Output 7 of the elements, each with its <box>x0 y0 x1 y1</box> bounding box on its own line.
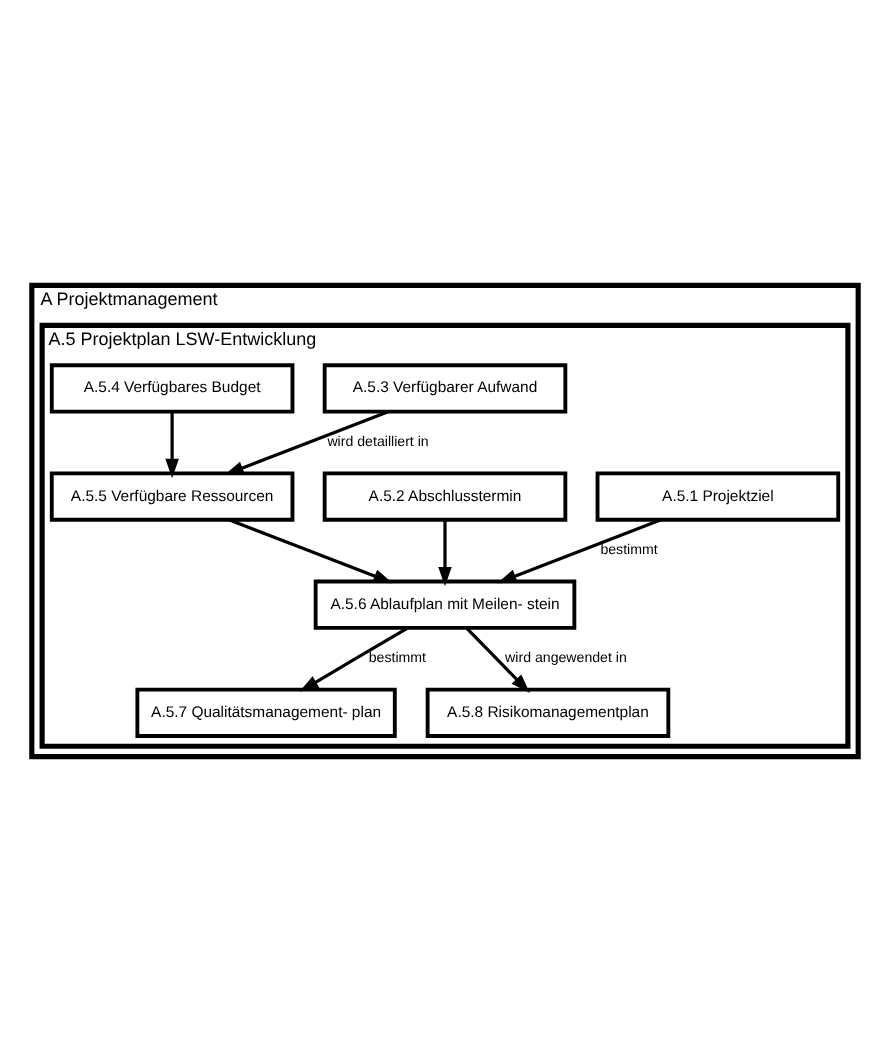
arrow <box>224 410 389 476</box>
arrow <box>465 627 530 693</box>
arrow <box>228 518 393 584</box>
arrow <box>165 412 179 479</box>
arrow <box>299 626 409 692</box>
arrow <box>497 518 662 584</box>
arrow <box>438 520 452 587</box>
